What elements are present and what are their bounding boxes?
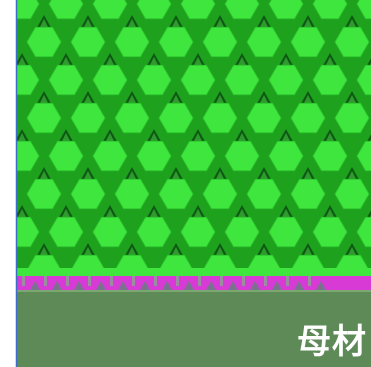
interface-pin [44, 276, 47, 286]
interface-pin [264, 276, 267, 286]
interface-pin [242, 276, 245, 286]
interface-pin [154, 276, 157, 286]
interface-pin [286, 276, 289, 286]
base-material-label: 母材 [297, 325, 367, 359]
magenta-interface-layer [16, 268, 371, 293]
interface-pin [176, 276, 179, 286]
bottom-green-row [16, 268, 371, 276]
interface-pin [22, 276, 25, 286]
interface-pin [220, 276, 223, 286]
interface-pin [198, 276, 201, 286]
interface-pin [88, 276, 91, 286]
interface-pin [66, 276, 69, 286]
interface-pin [110, 276, 113, 286]
interface-pin [132, 276, 135, 286]
interface-pin [308, 276, 311, 286]
